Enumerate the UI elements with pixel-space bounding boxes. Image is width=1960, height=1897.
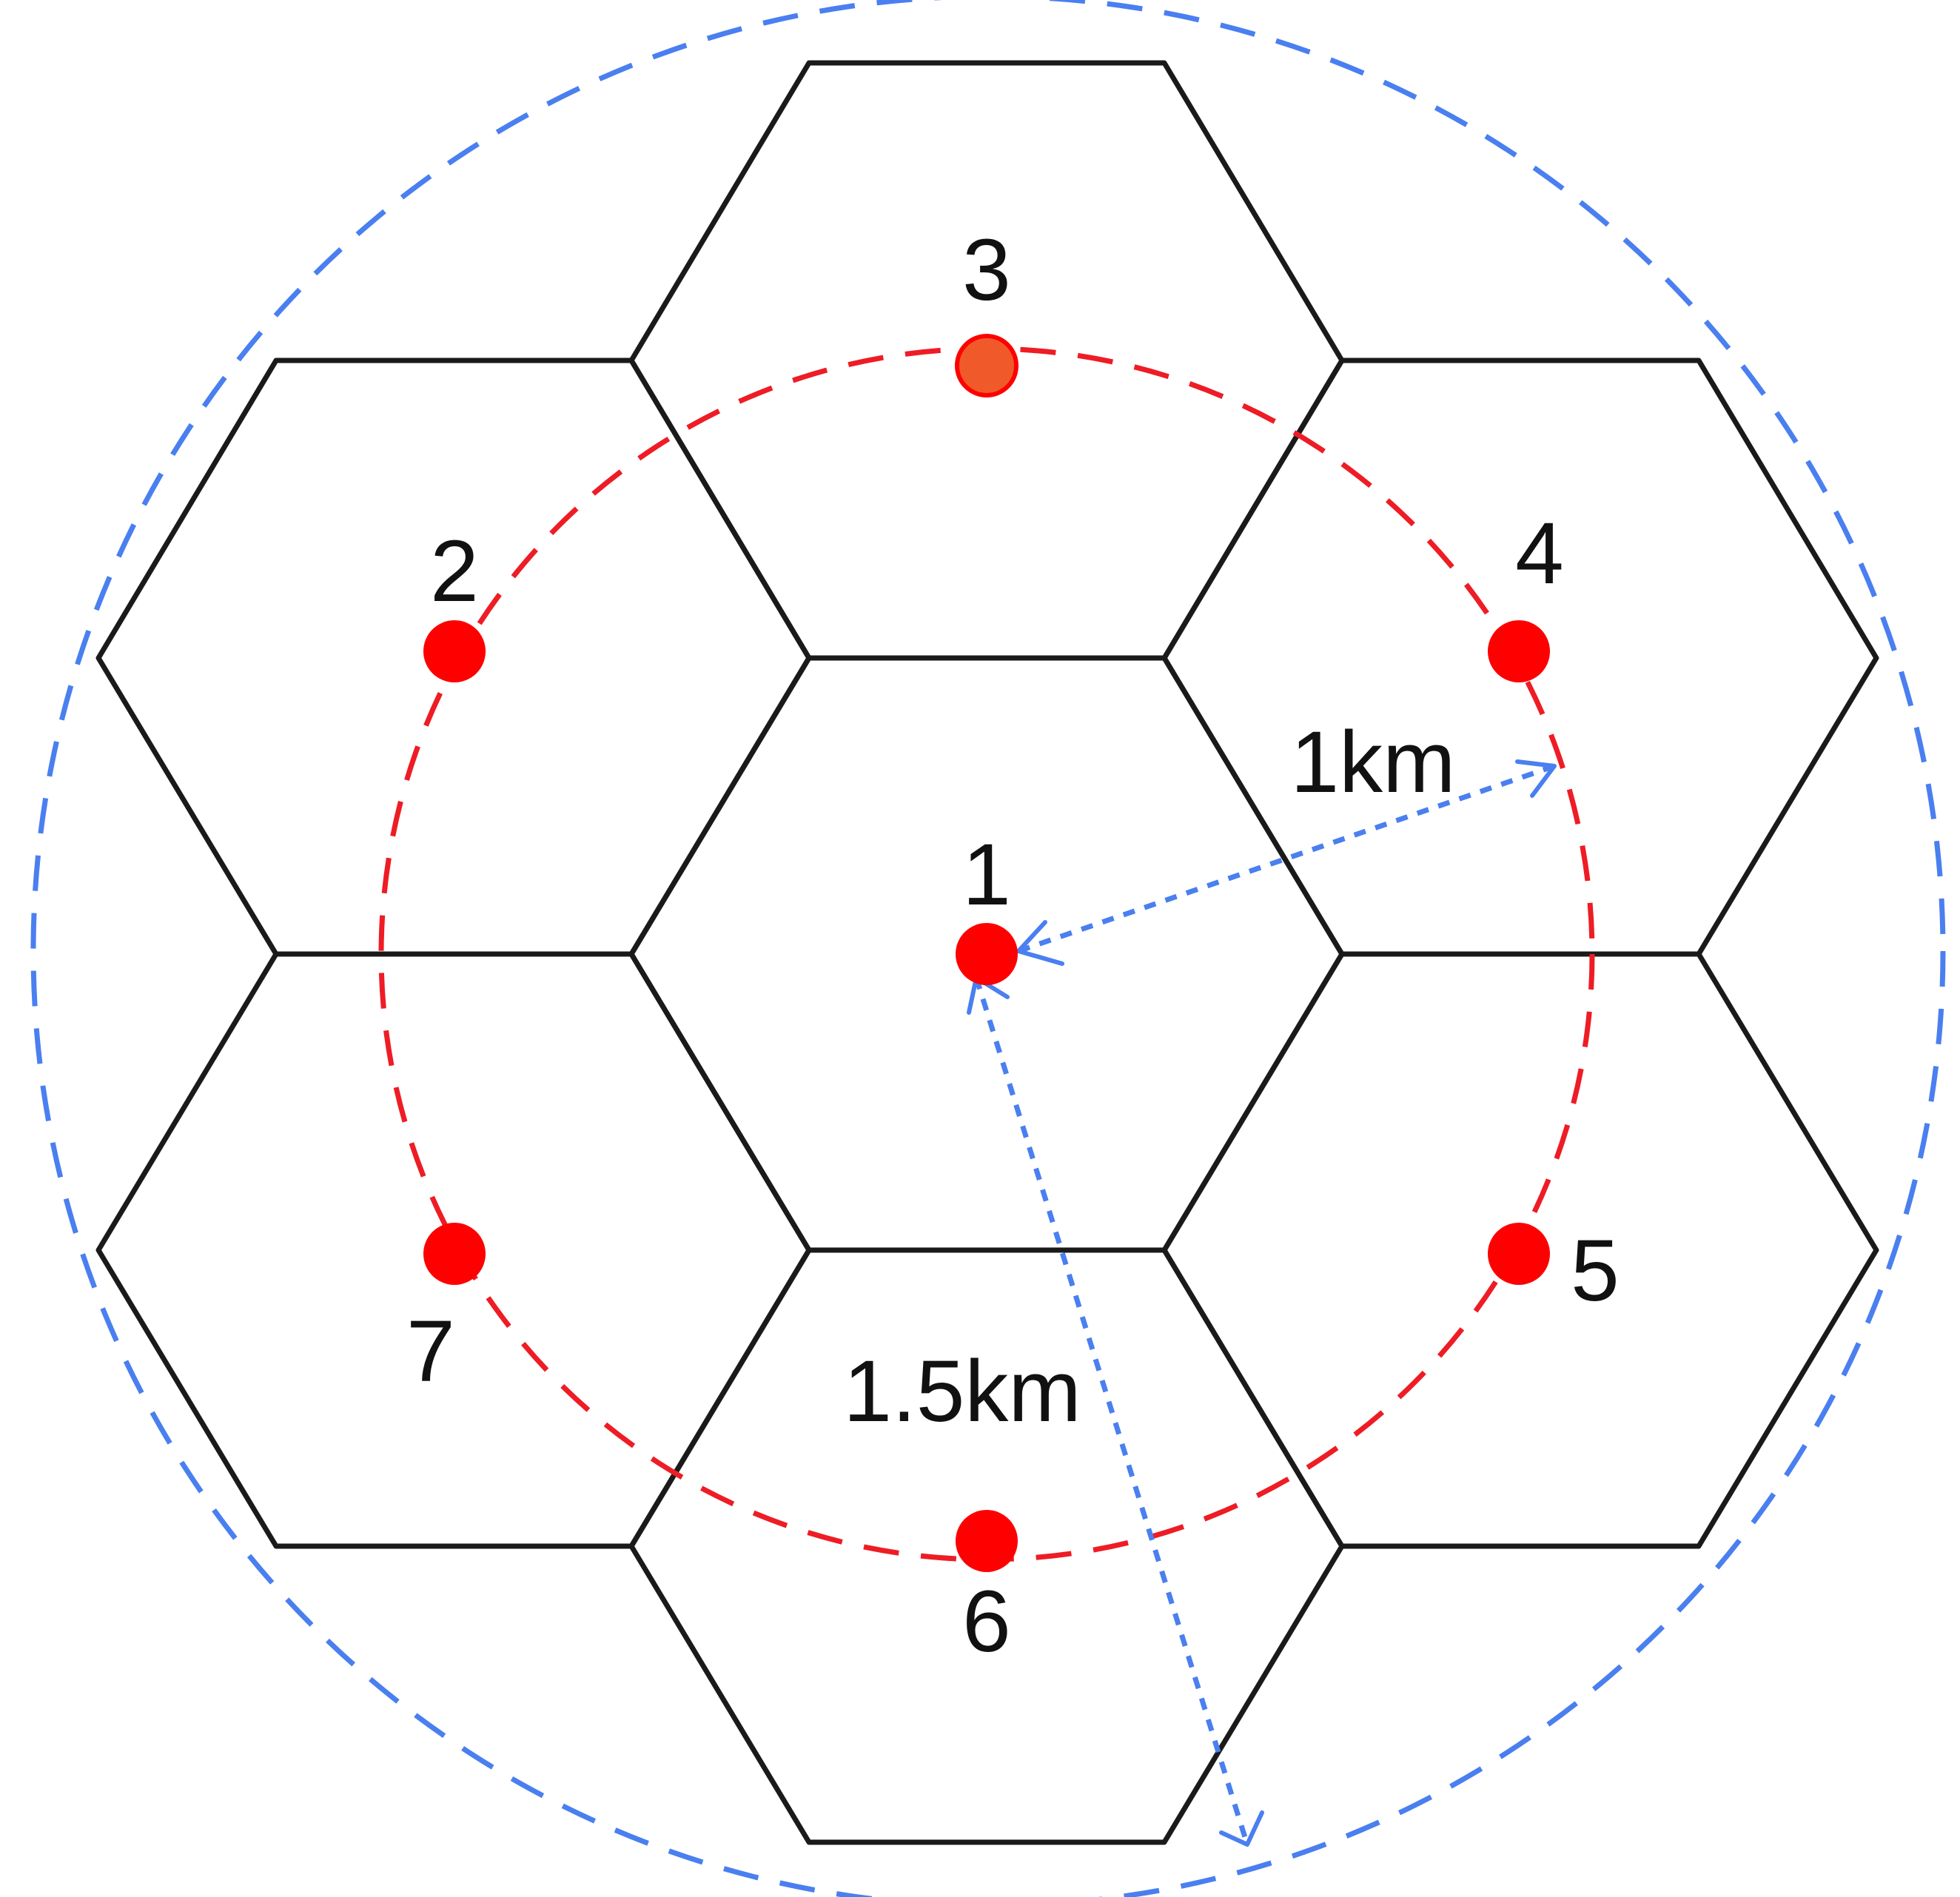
- cell-sites: [423, 334, 1550, 1572]
- inner-radius-arrow-line: [1017, 763, 1556, 954]
- cell-label-7: 7: [406, 1303, 455, 1400]
- outer-radius-circle: [30, 0, 1946, 1897]
- distance-labels: 1km 1.5km: [843, 714, 1455, 1440]
- cell-site-4-marker: [1488, 620, 1550, 682]
- cell-label-1: 1: [962, 826, 1011, 924]
- inner-radius-arrowhead-edge: [1515, 759, 1557, 798]
- cell-site-3-marker: [955, 334, 1018, 397]
- cell-label-2: 2: [430, 523, 479, 620]
- hexagon-cell-6: [628, 1247, 1345, 1845]
- cell-site-2-marker: [423, 620, 486, 682]
- cell-label-5: 5: [1571, 1222, 1620, 1320]
- cell-site-6-marker: [956, 1510, 1018, 1572]
- cell-site-1-marker: [956, 923, 1018, 985]
- inner-radius-arrowhead-center: [1016, 920, 1064, 966]
- inner-radius-label: 1km: [1291, 714, 1456, 811]
- outer-radius-arrow-line: [973, 976, 1250, 1846]
- inner-radius-dimension: [1016, 759, 1557, 966]
- cell-labels: 1 2 3 4 5 6 7: [406, 221, 1620, 1671]
- outer-radius-label: 1.5km: [843, 1343, 1081, 1440]
- outer-radius-arrowhead-edge: [1219, 1810, 1264, 1847]
- cell-site-5-marker: [1488, 1223, 1550, 1285]
- cell-label-6: 6: [962, 1573, 1011, 1671]
- hexagon-grid: [95, 60, 1879, 1845]
- cell-label-3: 3: [962, 221, 1011, 319]
- cell-site-7-marker: [423, 1223, 486, 1285]
- cell-label-4: 4: [1515, 505, 1564, 602]
